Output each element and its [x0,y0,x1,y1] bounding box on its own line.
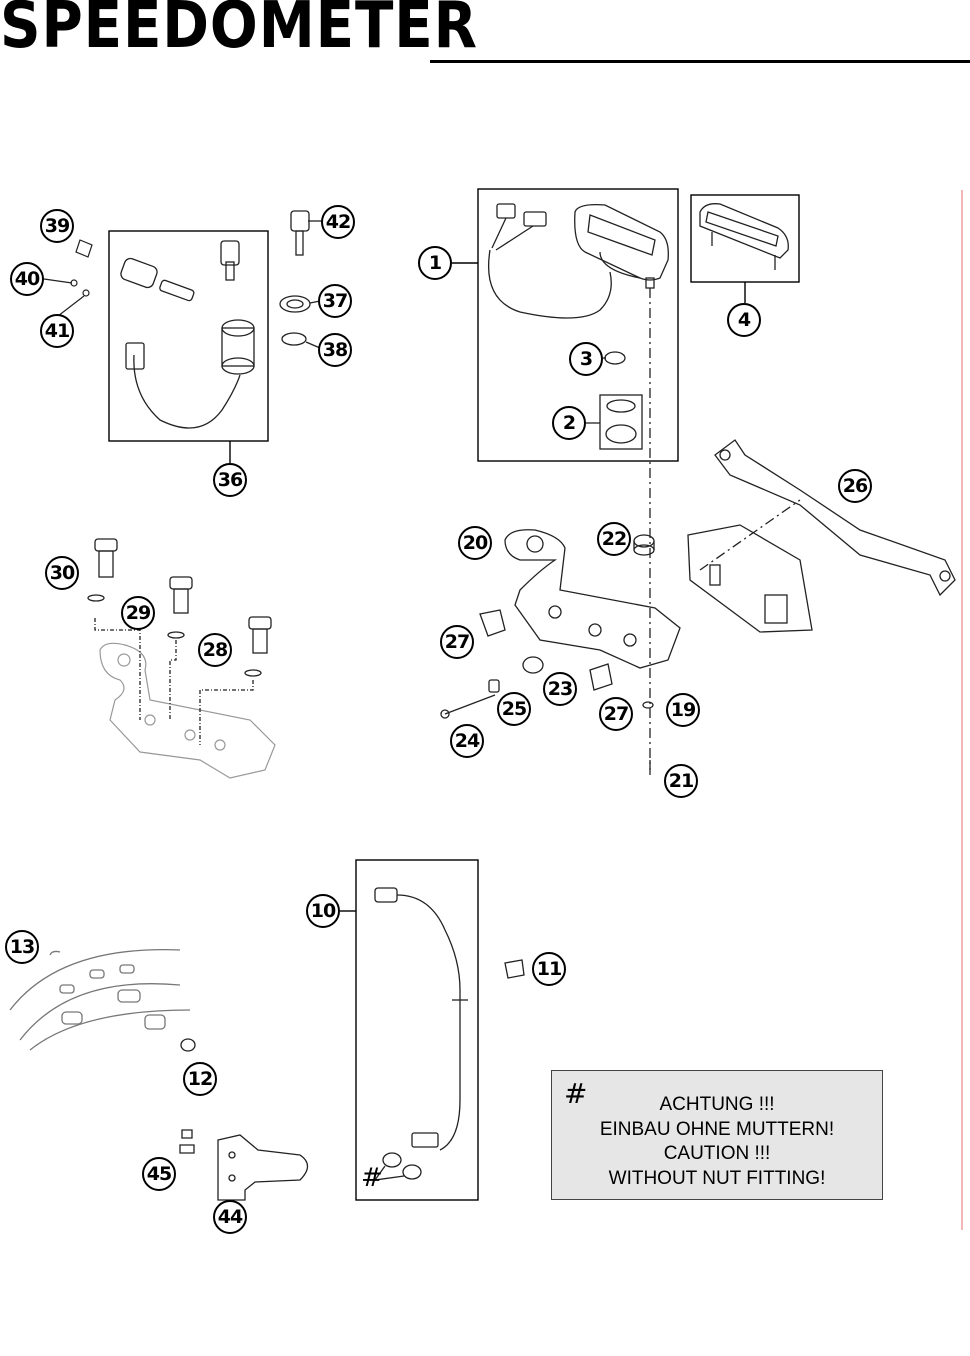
callout-29[interactable]: 29 [121,596,155,630]
callout-22[interactable]: 22 [597,522,631,556]
callout-40[interactable]: 40 [10,262,44,296]
callout-41[interactable]: 41 [40,314,74,348]
speed-sensor-illustration [374,887,525,1181]
callout-27-left[interactable]: 27 [440,625,474,659]
callout-42[interactable]: 42 [321,205,355,239]
ignition-group-frame [108,230,269,442]
callout-4[interactable]: 4 [727,303,761,337]
callout-27-right[interactable]: 27 [599,697,633,731]
callout-28[interactable]: 28 [198,633,232,667]
note-line-2: EINBAU OHNE MUTTERN! [599,1118,835,1140]
callout-26[interactable]: 26 [838,469,872,503]
callout-44[interactable]: 44 [213,1200,247,1234]
callout-10[interactable]: 10 [306,894,340,928]
callout-45[interactable]: 45 [142,1157,176,1191]
page-title: SPEEDOMETER [0,0,478,63]
ignition-switch-illustration [120,240,255,429]
callout-2[interactable]: 2 [552,406,586,440]
page-edge-line [961,190,963,1230]
speedometer-group-frame [477,188,679,462]
note-line-1: ACHTUNG !!! [659,1094,775,1115]
callout-12[interactable]: 12 [183,1062,217,1096]
callout-19[interactable]: 19 [666,693,700,727]
note-line-4: WITHOUT NUT FITTING! [608,1167,826,1189]
note-text: ACHTUNG !!! EINBAU OHNE MUTTERN! CAUTION… [552,1093,882,1191]
faded-bracket-illustration [99,642,276,779]
callout-38[interactable]: 38 [318,333,352,367]
bolts-28-30 [87,538,272,745]
display-frame [690,194,800,283]
sensor-group-frame [355,859,479,1201]
callout-21[interactable]: 21 [664,764,698,798]
brake-disc-illustration [9,948,191,1051]
callout-11[interactable]: 11 [532,952,566,986]
callout-37[interactable]: 37 [318,284,352,318]
title-rule [430,60,970,63]
callout-39[interactable]: 39 [40,209,74,243]
callout-3[interactable]: 3 [569,342,603,376]
callout-20[interactable]: 20 [458,526,492,560]
assembly-note-box: # ACHTUNG !!! EINBAU OHNE MUTTERN! CAUTI… [551,1070,883,1200]
callout-1[interactable]: 1 [418,246,452,280]
note-symbol: # [564,1077,588,1110]
sensor-mount-parts [179,1038,309,1201]
small-parts-upper-left [43,239,93,317]
callout-36[interactable]: 36 [213,463,247,497]
callout-30[interactable]: 30 [45,556,79,590]
note-line-3: CAUTION !!! [663,1143,771,1164]
keys-and-washers [279,210,322,349]
assembly-note-marker: # [361,1163,383,1193]
speedometer-illustration [487,203,669,770]
callout-25[interactable]: 25 [497,692,531,726]
callout-23[interactable]: 23 [543,672,577,706]
callout-13[interactable]: 13 [5,930,39,964]
bracket-assembly-illustration [440,439,956,775]
callout-24[interactable]: 24 [450,724,484,758]
display-illustration [699,203,789,270]
